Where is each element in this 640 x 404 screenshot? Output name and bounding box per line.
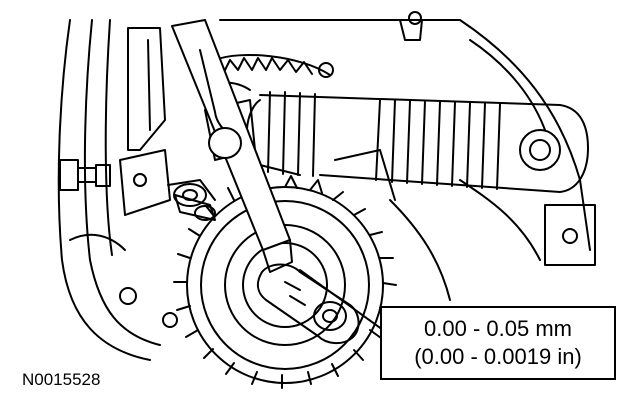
clearance-imperial: (0.00 - 0.0019 in) bbox=[414, 344, 582, 369]
figure-id: N0015528 bbox=[22, 370, 101, 389]
feeler-gauge-icon bbox=[171, 19, 293, 273]
clearance-callout: 0.00 - 0.05 mm (0.00 - 0.0019 in) bbox=[380, 306, 616, 380]
output-shaft bbox=[256, 263, 360, 344]
clearance-metric: 0.00 - 0.05 mm bbox=[424, 316, 572, 341]
shaft-icon bbox=[245, 91, 589, 193]
housing-left bbox=[57, 19, 178, 361]
pins bbox=[167, 179, 216, 221]
housing-right bbox=[219, 11, 596, 301]
leader-line bbox=[299, 269, 384, 331]
